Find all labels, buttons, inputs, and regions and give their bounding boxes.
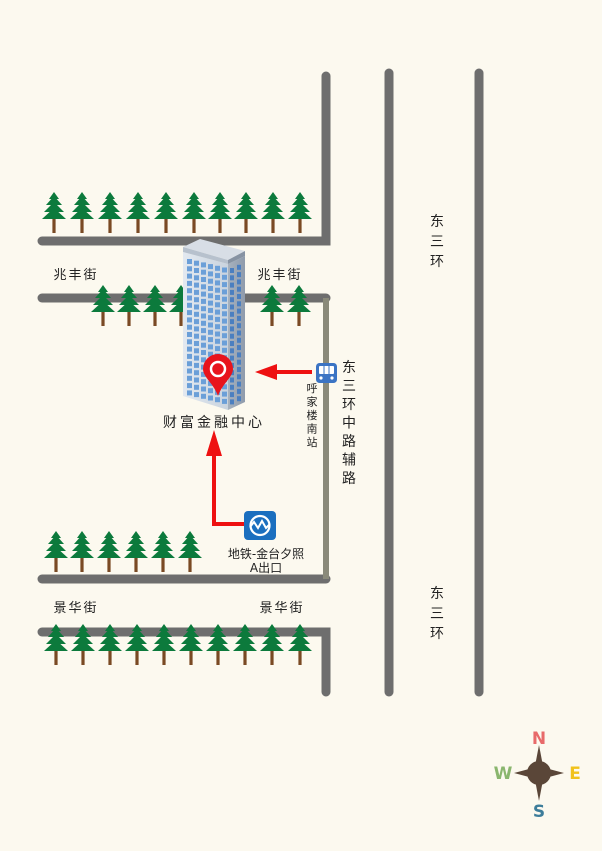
compass-icon: N S W E	[494, 729, 581, 822]
route-arrows	[206, 364, 312, 526]
tree-icon	[234, 192, 258, 233]
tree-icon	[208, 192, 232, 233]
compass-west: W	[494, 764, 513, 784]
route-from-subway-arrowhead	[206, 430, 222, 456]
location-pin-icon[interactable]	[203, 354, 233, 396]
compass-east: E	[569, 764, 581, 784]
tree-icon	[124, 531, 148, 572]
road-zhaofeng-north-edge	[37, 71, 331, 246]
route-from-bus-arrowhead	[255, 364, 277, 380]
road-label-jinghua-left: 景华街	[53, 601, 98, 616]
compass-south: S	[533, 802, 545, 822]
tree-row-top	[42, 192, 312, 233]
tree-icon	[287, 285, 311, 326]
tree-icon	[260, 285, 284, 326]
road-label-jinghua-right: 景华街	[259, 601, 304, 616]
bus-icon[interactable]	[316, 363, 337, 383]
tree-icon	[97, 531, 121, 572]
subway-exit-label-line2: A出口	[250, 561, 282, 575]
tree-row-jinghua-north	[44, 531, 202, 572]
road-label-zhaofeng-right: 兆丰街	[257, 268, 302, 283]
subway-exit-label-line1: 地铁-金台夕照	[228, 546, 304, 561]
tree-icon	[117, 285, 141, 326]
road-label-east-third-ring-top: 东三环	[430, 214, 444, 270]
tree-icon	[151, 531, 175, 572]
road-label-east-third-ring-bottom: 东三环	[430, 586, 444, 642]
tree-icon	[143, 285, 167, 326]
destination-label: 财富金融中心	[163, 414, 265, 431]
tree-icon	[288, 192, 312, 233]
tree-icon	[98, 192, 122, 233]
road-label-zhaofeng-left: 兆丰街	[53, 268, 98, 283]
compass-north: N	[532, 729, 546, 749]
road-label-east-third-ring-aux: 东三环中路辅路	[342, 360, 356, 487]
tree-icon	[44, 531, 68, 572]
tree-icon	[126, 192, 150, 233]
tree-icon	[91, 285, 115, 326]
bus-stop-label: 呼家楼南站	[307, 382, 318, 449]
tree-icon	[182, 192, 206, 233]
tree-icon	[42, 192, 66, 233]
tree-icon	[154, 192, 178, 233]
route-from-subway	[212, 452, 244, 526]
road-network	[37, 68, 484, 697]
tree-icon	[261, 192, 285, 233]
tree-icon	[178, 531, 202, 572]
subway-icon[interactable]	[244, 511, 276, 540]
tree-icon	[70, 192, 94, 233]
tree-icon	[70, 531, 94, 572]
